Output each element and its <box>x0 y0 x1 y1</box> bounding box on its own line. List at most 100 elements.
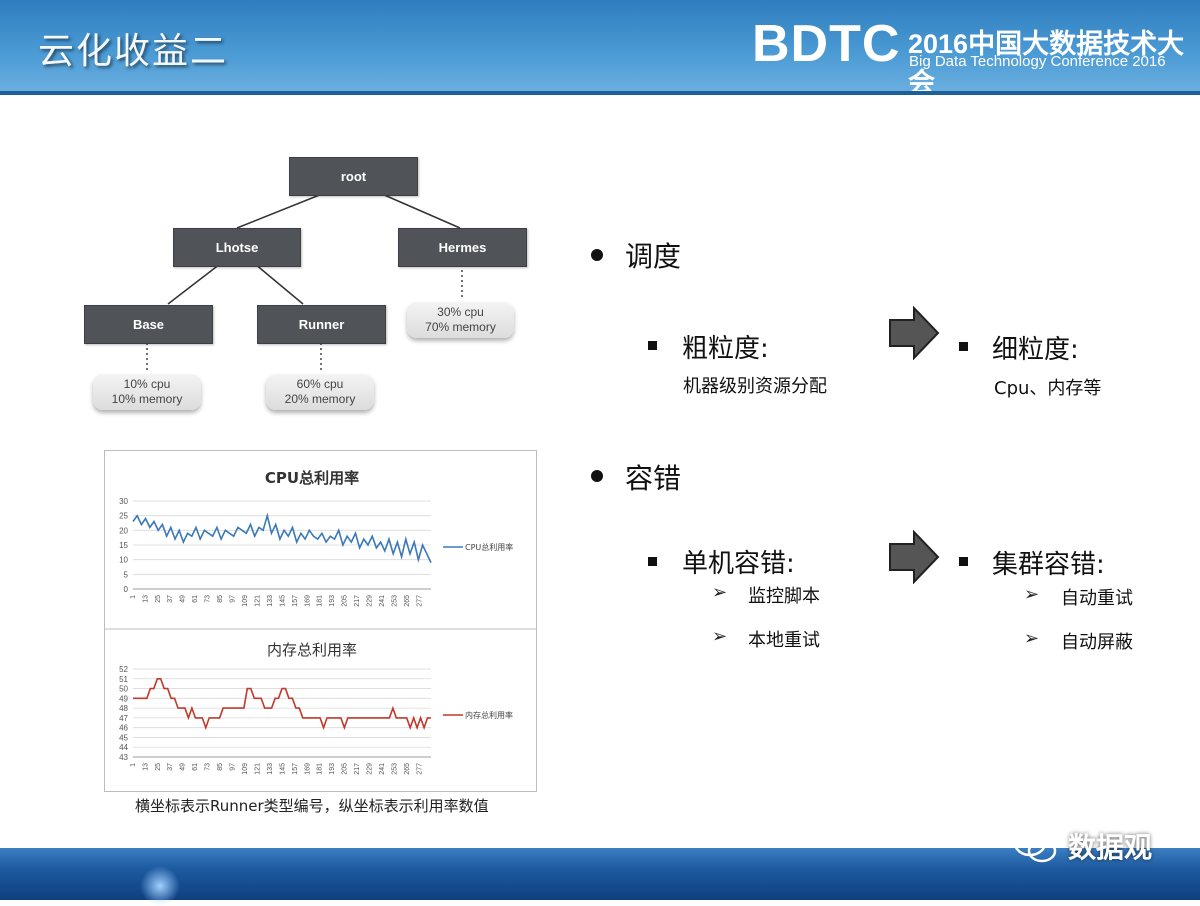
conference-name: 2016中国大数据技术大会 <box>908 29 1185 98</box>
x-tick-label: 25 <box>155 763 162 771</box>
x-tick-label: 157 <box>292 763 299 775</box>
x-tick-label: 37 <box>167 595 174 603</box>
x-tick-label: 193 <box>329 595 336 607</box>
x-tick-label: 169 <box>304 763 311 775</box>
base-memory: 10% memory <box>111 392 183 406</box>
y-tick-label: 10 <box>119 556 128 565</box>
x-tick-label: 193 <box>329 763 336 775</box>
y-tick-label: 47 <box>119 714 128 723</box>
x-tick-label: 133 <box>267 595 274 607</box>
x-tick-label: 97 <box>230 595 237 603</box>
cluster-label: 集群容错: <box>992 550 1105 580</box>
y-tick-label: 15 <box>119 541 128 550</box>
x-tick-label: 217 <box>354 763 361 775</box>
bdtc-logo: BDTC <box>752 15 901 73</box>
tree-node-root: root <box>289 157 418 196</box>
tree-node-base: Base <box>84 305 213 344</box>
x-tick-label: 49 <box>180 763 187 771</box>
arrowhead-icon: ➢ <box>712 626 728 647</box>
y-tick-label: 5 <box>124 570 129 579</box>
hermes-resource-label: 30% cpu 70% memory <box>407 302 514 338</box>
x-tick-label: 73 <box>205 595 212 603</box>
coarse-desc: 机器级别资源分配 <box>683 376 827 397</box>
single-label: 单机容错: <box>682 549 795 579</box>
x-tick-label: 241 <box>379 595 386 607</box>
x-tick-label: 109 <box>242 595 249 607</box>
x-tick-label: 121 <box>254 763 261 775</box>
tree-node-hermes: Hermes <box>398 228 527 267</box>
arrowhead-icon: ➢ <box>712 582 728 603</box>
y-tick-label: 20 <box>119 526 128 535</box>
fine-desc: Cpu、内存等 <box>994 378 1102 399</box>
hermes-cpu: 30% cpu <box>437 305 484 319</box>
footer-glow <box>140 866 180 906</box>
y-tick-label: 44 <box>119 743 128 752</box>
x-tick-label: 49 <box>180 595 187 603</box>
conference-subtitle: Big Data Technology Conference 2016 <box>909 53 1166 70</box>
x-tick-label: 229 <box>367 595 374 607</box>
x-tick-label: 97 <box>230 763 237 771</box>
bullet-scheduling <box>591 249 603 261</box>
base-cpu: 10% cpu <box>123 377 171 391</box>
y-tick-label: 51 <box>119 675 128 684</box>
x-tick-label: 205 <box>342 595 349 607</box>
x-tick-label: 37 <box>167 763 174 771</box>
y-tick-label: 50 <box>119 685 128 694</box>
wechat-icon <box>1013 829 1057 863</box>
x-tick-label: 205 <box>342 763 349 775</box>
x-tick-label: 13 <box>142 595 149 603</box>
arrow-right-icon <box>889 306 940 360</box>
x-tick-label: 217 <box>354 595 361 607</box>
x-tick-label: 169 <box>304 595 311 607</box>
runner-resource-label: 60% cpu 20% memory <box>266 374 374 410</box>
x-tick-label: 25 <box>155 595 162 603</box>
bullet-fine <box>959 342 968 351</box>
footer-bar <box>0 848 1200 906</box>
y-tick-label: 46 <box>119 724 128 733</box>
single-item-1: 监控脚本 <box>748 586 820 607</box>
x-tick-label: 73 <box>205 763 212 771</box>
x-tick-label: 241 <box>379 763 386 775</box>
slide-title: 云化收益二 <box>38 31 229 72</box>
x-tick-label: 181 <box>317 763 324 775</box>
arrowhead-icon: ➢ <box>1024 584 1040 605</box>
x-tick-label: 85 <box>217 595 224 603</box>
coarse-label: 粗粒度: <box>682 334 769 364</box>
arrow-right-icon <box>889 530 940 584</box>
fine-label: 细粒度: <box>992 335 1079 365</box>
bullet-cluster <box>959 557 968 566</box>
series-line <box>132 512 432 563</box>
x-tick-label: 265 <box>404 763 411 775</box>
y-tick-label: 43 <box>119 753 128 762</box>
arrowhead-icon: ➢ <box>1024 628 1040 649</box>
legend-label: 内存总利用率 <box>465 710 513 720</box>
heading-scheduling: 调度 <box>625 240 682 273</box>
heading-fault-tolerance: 容错 <box>625 462 682 495</box>
tree-node-runner: Runner <box>257 305 386 344</box>
chart-title: CPU总利用率 <box>265 469 359 487</box>
x-tick-label: 1 <box>130 763 137 767</box>
y-tick-label: 0 <box>124 585 129 594</box>
y-tick-label: 52 <box>119 665 128 674</box>
bullet-coarse <box>648 341 657 350</box>
cluster-item-1: 自动重试 <box>1061 588 1133 609</box>
y-tick-label: 45 <box>119 733 128 742</box>
y-tick-label: 25 <box>119 512 128 521</box>
x-tick-label: 157 <box>292 595 299 607</box>
hermes-memory: 70% memory <box>425 320 496 334</box>
runner-memory: 20% memory <box>284 392 356 406</box>
x-tick-label: 13 <box>142 763 149 771</box>
watermark-text: 数据观 <box>1068 831 1153 864</box>
x-tick-label: 1 <box>130 595 137 599</box>
x-tick-label: 265 <box>404 595 411 607</box>
x-tick-label: 181 <box>317 595 324 607</box>
chart-title: 内存总利用率 <box>267 641 357 659</box>
x-tick-label: 145 <box>279 595 286 607</box>
y-tick-label: 48 <box>119 704 128 713</box>
bullet-fault <box>591 470 603 482</box>
x-tick-label: 61 <box>192 595 199 603</box>
x-tick-label: 253 <box>392 763 399 775</box>
base-resource-label: 10% cpu 10% memory <box>93 374 201 410</box>
